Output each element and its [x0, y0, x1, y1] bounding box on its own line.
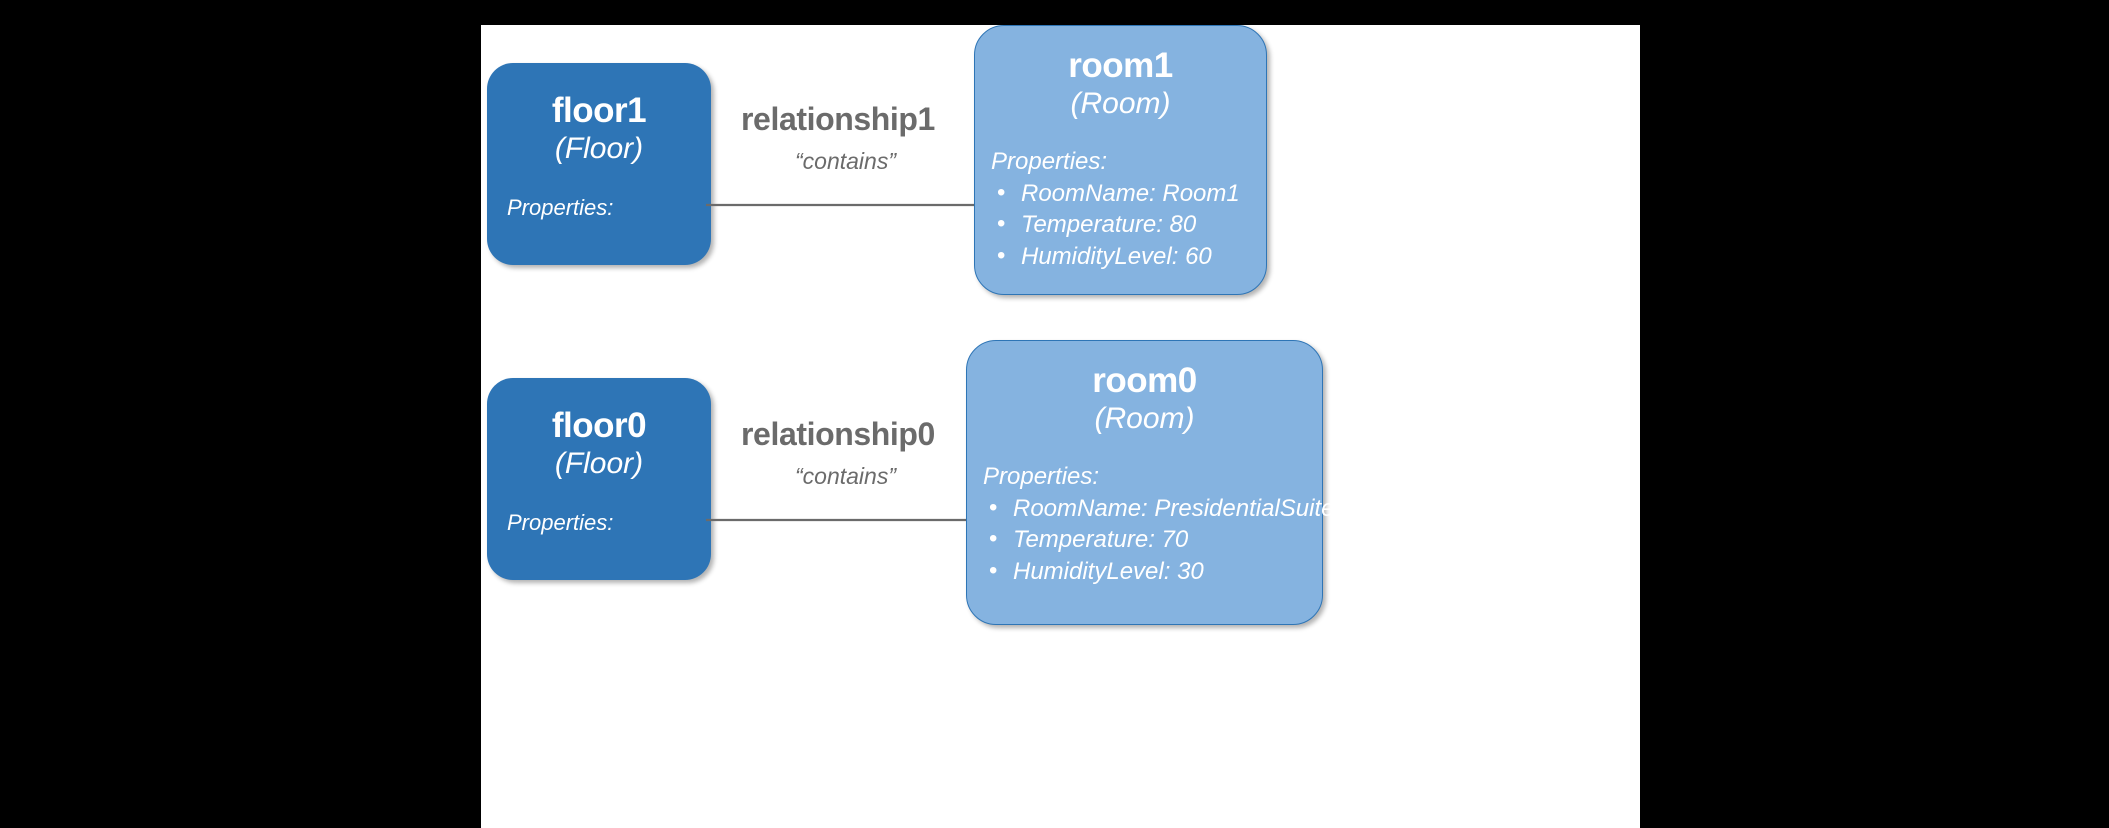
node-floor1-properties-label: Properties: [507, 194, 614, 220]
node-room1-title: room1 [1068, 46, 1173, 85]
edge-relationship1-kind: “contains” [795, 148, 896, 174]
edge-relationship0-name: relationship0 [741, 416, 935, 452]
node-room1-properties-label: Properties: [991, 147, 1108, 175]
node-room0-subtitle: (Room) [1094, 401, 1195, 435]
property-item: Temperature: 80 [991, 208, 1266, 241]
node-room0[interactable]: room0 (Room) Properties: RoomName: Presi… [966, 340, 1334, 625]
node-floor1-title: floor1 [551, 91, 647, 130]
node-floor0-subtitle: (Floor) [554, 446, 644, 480]
node-room1[interactable]: room1 (Room) Properties: RoomName: Room1… [974, 25, 1267, 295]
node-room0-title: room0 [1092, 361, 1197, 400]
property-item: HumidityLevel: 30 [983, 555, 1322, 588]
node-floor1-subtitle: (Floor) [554, 131, 644, 165]
property-item: Temperature: 70 [983, 523, 1322, 556]
node-room1-subtitle: (Room) [1070, 86, 1171, 120]
property-item: RoomName: Room1 [991, 177, 1266, 210]
node-room0-properties-label: Properties: [983, 462, 1100, 490]
property-item: HumidityLevel: 60 [991, 240, 1266, 273]
node-floor0-title: floor0 [551, 406, 647, 445]
node-room0-properties-list: RoomName: PresidentialSuiteTemperature: … [967, 491, 1334, 588]
node-floor0[interactable]: floor0 (Floor) Properties: [487, 378, 711, 580]
node-floor0-properties-label: Properties: [507, 509, 614, 535]
node-floor1[interactable]: floor1 (Floor) Properties: [487, 63, 711, 265]
diagram-canvas: floor1 (Floor) Properties: relationship1… [481, 25, 1640, 828]
node-room1-properties-list: RoomName: Room1Temperature: 80HumidityLe… [975, 176, 1266, 273]
edge-relationship1-name: relationship1 [741, 101, 935, 137]
property-item: RoomName: PresidentialSuite [983, 492, 1334, 525]
edge-relationship1[interactable]: relationship1 “contains” [706, 85, 1151, 215]
edge-relationship0-kind: “contains” [795, 463, 896, 489]
